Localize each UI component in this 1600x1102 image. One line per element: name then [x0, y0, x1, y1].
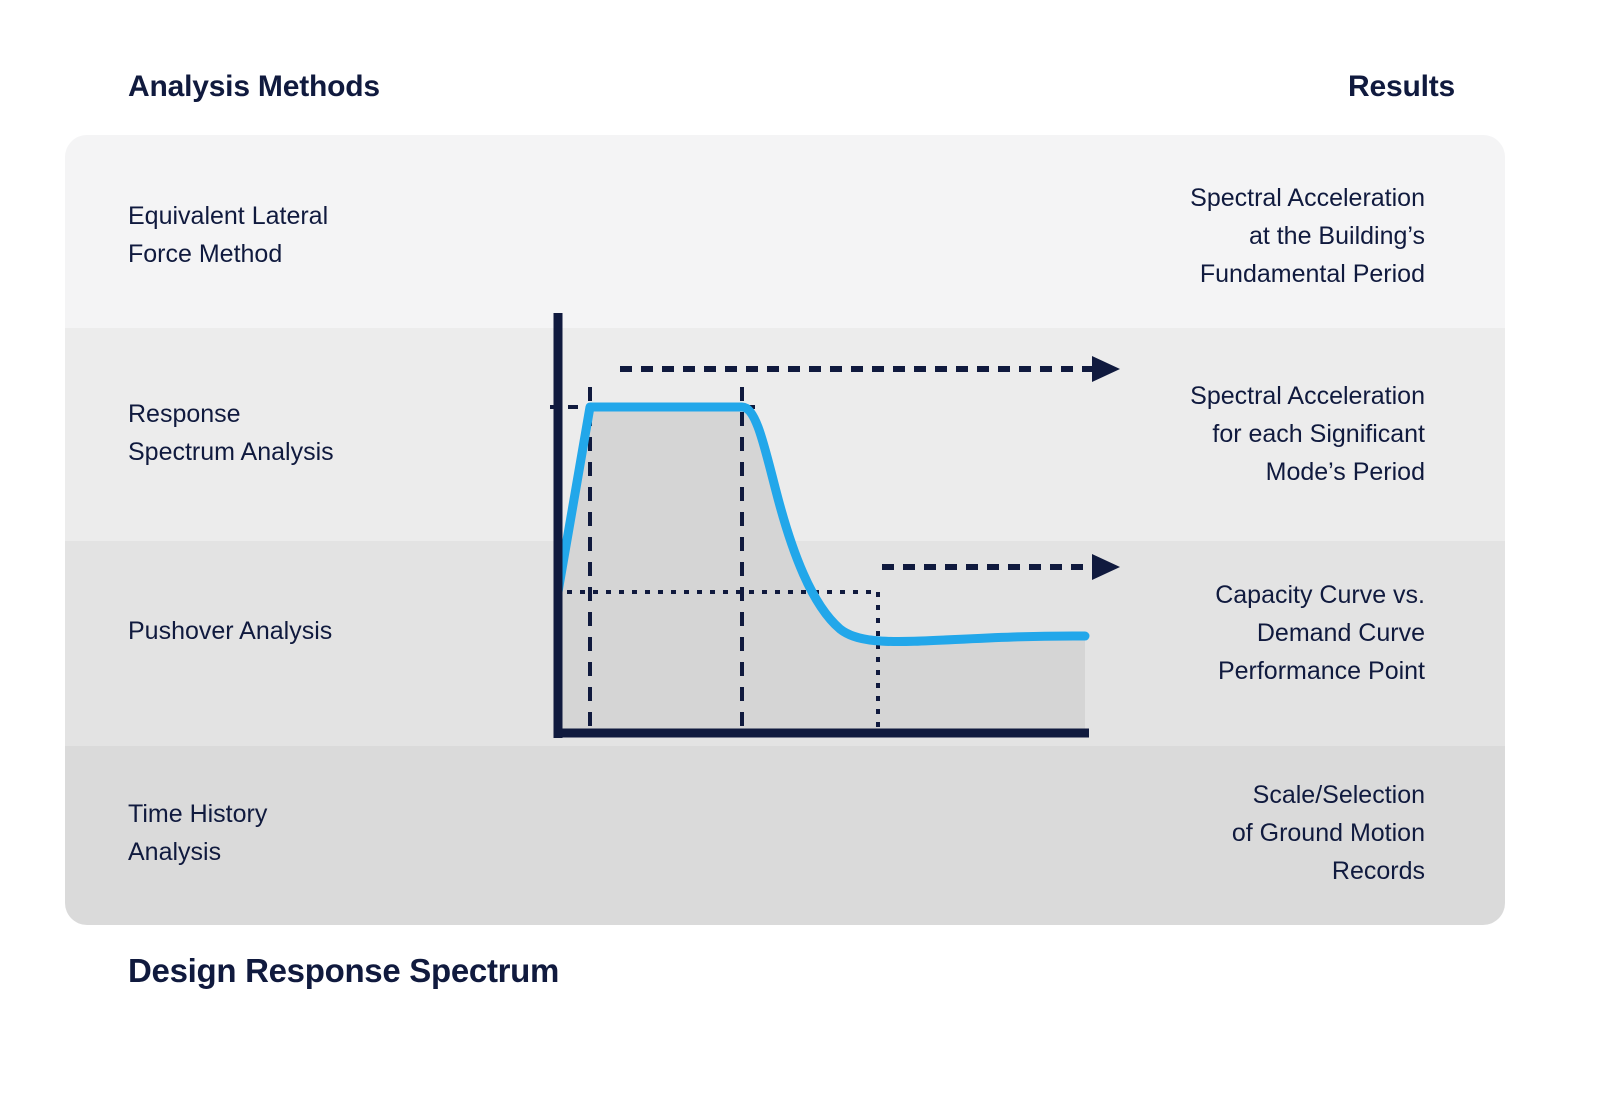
- method-label-pushover: Pushover Analysis: [128, 617, 333, 645]
- dashed-arrow-right-icon-row1: [620, 356, 1120, 382]
- column-header-analysis-methods: Analysis Methods: [128, 70, 380, 103]
- column-header-results: Results: [1348, 70, 1455, 103]
- method-label-time-history: Time History Analysis: [128, 800, 268, 866]
- row-band-equivalent-lateral-force: [65, 135, 1505, 328]
- methods-results-panel: Equivalent Lateral Force Method Response…: [65, 135, 1505, 925]
- chart-title: Design Response Spectrum: [128, 952, 560, 989]
- result-label-fundamental-period: Spectral Acceleration at the Building’s …: [1190, 184, 1425, 288]
- dashed-arrow-right-icon-row2: [882, 554, 1120, 580]
- spectrum-shaded-area: [558, 407, 1085, 735]
- result-label-ground-motion: Scale/Selection of Ground Motion Records: [1231, 781, 1425, 885]
- spectrum-curve: [553, 402, 1090, 646]
- method-label-equivalent-lateral-force: Equivalent Lateral Force Method: [128, 202, 329, 268]
- row-band-time-history: [65, 746, 1505, 925]
- row-band-response-spectrum: [65, 328, 1505, 541]
- method-label-response-spectrum: Response Spectrum Analysis: [128, 400, 334, 466]
- result-label-modal-period: Spectral Acceleration for each Significa…: [1190, 382, 1425, 486]
- result-label-performance-point: Capacity Curve vs. Demand Curve Performa…: [1215, 581, 1425, 685]
- design-response-spectrum-chart: [550, 313, 1090, 738]
